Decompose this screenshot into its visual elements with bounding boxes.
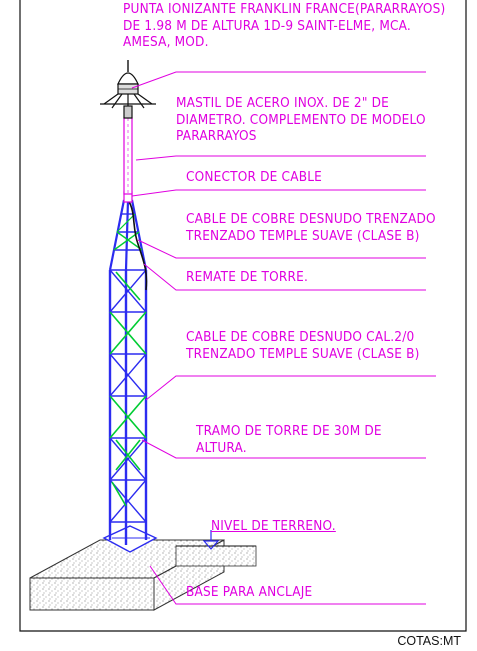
label-punta-ionizante: PUNTA IONIZANTE FRANKLIN FRANCE(PARARRAY… xyxy=(123,2,446,50)
leader-lines xyxy=(131,71,436,605)
label-remate-torre: REMATE DE TORRE. xyxy=(186,270,309,285)
label-conector-cable: CONECTOR DE CABLE xyxy=(186,170,323,185)
label-cable-trenzado: CABLE DE COBRE DESNUDO TRENZADO TRENZADO… xyxy=(186,212,436,244)
ground-level-marker xyxy=(202,530,220,550)
units-note: COTAS:MT xyxy=(397,634,461,648)
tower-section xyxy=(108,269,148,545)
copper-cable xyxy=(127,199,148,291)
tower-anchor-plate xyxy=(102,525,158,553)
frame-border xyxy=(19,0,467,632)
label-nivel-terreno: NIVEL DE TERRENO. xyxy=(211,519,336,534)
tower-bracing xyxy=(109,271,147,507)
label-base-anclaje: BASE PARA ANCLAJE xyxy=(186,585,313,600)
tower-top-section xyxy=(108,199,148,271)
ionizing-rod-tip xyxy=(100,60,156,119)
ground-level-strip xyxy=(175,545,257,567)
label-tramo-torre: TRAMO DE TORRE DE 30M DE ALTURA. xyxy=(196,424,382,456)
label-cable-cal: CABLE DE COBRE DESNUDO CAL.2/0 TRENZADO … xyxy=(186,330,420,362)
stainless-mast xyxy=(123,117,133,195)
label-mastil: MASTIL DE ACERO INOX. DE 2" DE DIAMETRO.… xyxy=(176,96,426,144)
